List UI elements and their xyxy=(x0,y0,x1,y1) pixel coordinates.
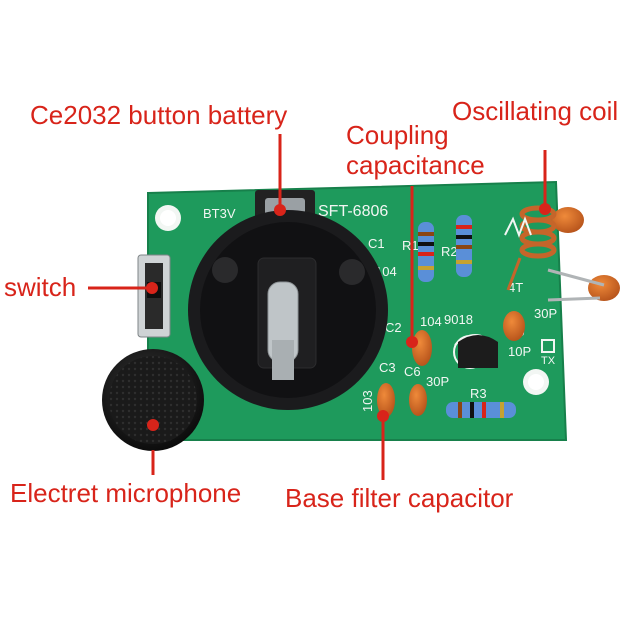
capacitor-c-top xyxy=(552,207,584,233)
silk-bt3v: BT3V xyxy=(203,206,236,221)
silk-r3: R3 xyxy=(470,386,487,401)
resistor-r1 xyxy=(418,222,434,282)
resistor-r2 xyxy=(456,215,472,277)
leader-lines xyxy=(88,134,547,480)
silk-c6: C6 xyxy=(404,364,421,379)
silk-c7-val: 30P xyxy=(534,306,557,321)
electret-microphone xyxy=(102,349,204,475)
silk-c2-val: 104 xyxy=(420,314,442,329)
resistor-r3 xyxy=(446,402,516,418)
capacitor-c6 xyxy=(409,384,427,416)
silk-model: SFT-6806 xyxy=(318,203,388,220)
silk-r1: R1 xyxy=(402,238,419,253)
transistor-9018 xyxy=(458,335,498,368)
label-button-battery: Ce2032 button battery xyxy=(30,100,288,130)
silk-c3-val: 103 xyxy=(360,390,375,412)
slide-switch xyxy=(137,254,171,338)
silk-c1: C1 xyxy=(368,236,385,251)
label-coupling-capacitance: Coupling capacitance xyxy=(346,120,485,180)
silk-c6-val: 30P xyxy=(426,374,449,389)
capacitor-c5 xyxy=(503,311,525,341)
silk-c5-val: 10P xyxy=(508,344,531,359)
silk-r2: R2 xyxy=(441,244,458,259)
label-oscillating-coil: Oscillating coil xyxy=(452,96,619,126)
label-electret-microphone: Electret microphone xyxy=(10,478,242,508)
oscillating-coil xyxy=(519,205,557,259)
silk-c3: C3 xyxy=(379,360,396,375)
label-switch: switch xyxy=(4,272,77,302)
label-base-filter-capacitor: Base filter capacitor xyxy=(285,483,514,513)
capacitor-c2 xyxy=(412,330,432,366)
silk-tx: TX xyxy=(541,355,556,367)
silk-c2: C2 xyxy=(385,320,402,335)
capacitor-c3 xyxy=(377,383,395,417)
silk-transistor: 9018 xyxy=(444,312,473,327)
